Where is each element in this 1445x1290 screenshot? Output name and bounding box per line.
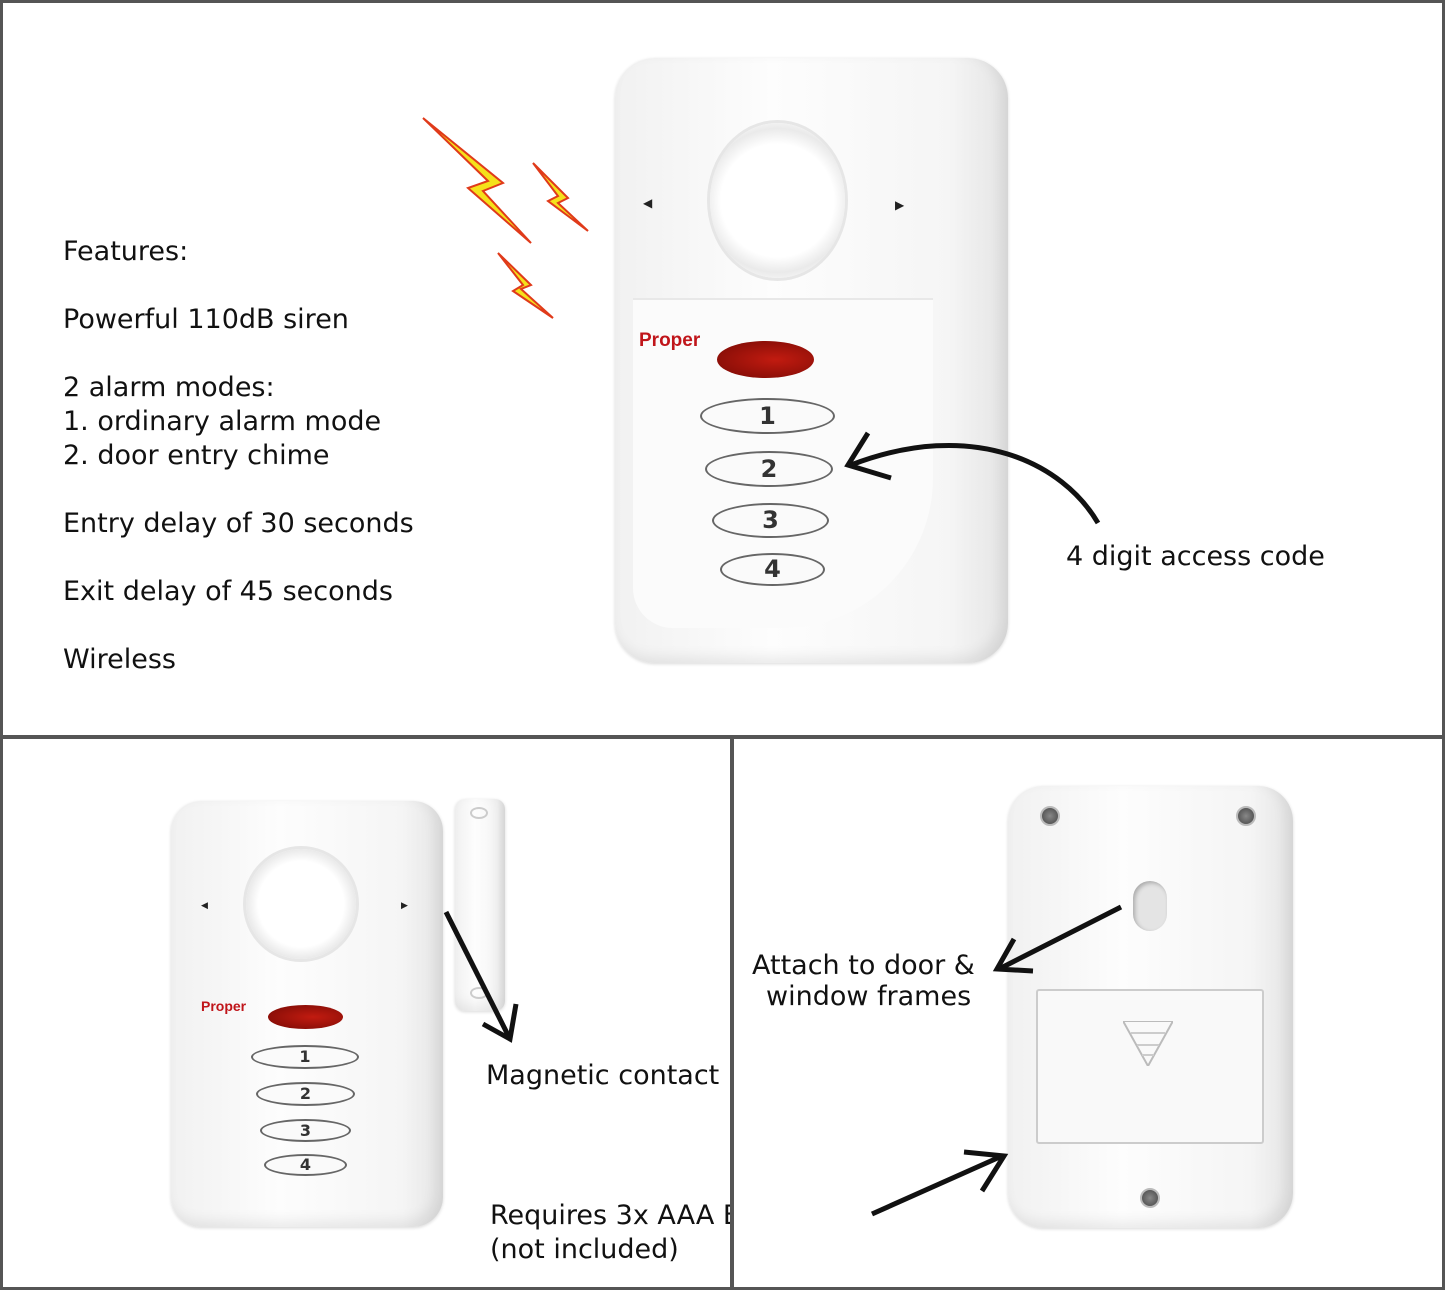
attach-callout-line2: window frames xyxy=(766,981,972,1012)
access-code-arrow-icon xyxy=(844,431,1101,525)
alarm-unit-with-contact: ◀ ▶ Proper 1 2 3 4 xyxy=(171,801,443,1227)
bottom-right-panel: Attach to door & window frames xyxy=(731,736,1445,1290)
arrow-right-icon: ▶ xyxy=(401,901,408,911)
top-panel: Features: Powerful 110dB siren 2 alarm m… xyxy=(0,0,1445,738)
features-heading: Features: xyxy=(63,236,189,267)
siren-speaker xyxy=(246,849,356,959)
keypad-button-3[interactable]: 3 xyxy=(260,1119,351,1142)
attach-callout-line1: Attach to door & xyxy=(752,950,975,981)
feature-mode-1: 1. ordinary alarm mode xyxy=(63,406,382,437)
screw-icon xyxy=(1140,1188,1160,1208)
batteries-callout-line2: (not included) xyxy=(490,1234,679,1265)
feature-wireless: Wireless xyxy=(63,644,176,675)
magnetic-arrow-icon xyxy=(443,910,519,1043)
proper-logo: Proper xyxy=(201,998,247,1014)
screw-icon xyxy=(1040,806,1060,826)
access-code-callout: 4 digit access code xyxy=(1066,541,1325,572)
alarm-unit-back xyxy=(1008,786,1293,1228)
keyhole-mount-icon xyxy=(1133,881,1167,931)
keypad-button-2[interactable]: 2 xyxy=(256,1082,355,1106)
keypad-button-4[interactable]: 4 xyxy=(264,1154,347,1176)
feature-entry-delay: Entry delay of 30 seconds xyxy=(63,508,414,539)
status-led xyxy=(717,341,814,378)
siren-speaker xyxy=(710,123,845,278)
keypad-button-4[interactable]: 4 xyxy=(720,553,825,586)
magnetic-contact-callout: Magnetic contact xyxy=(486,1060,720,1091)
feature-modes-title: 2 alarm modes: xyxy=(63,372,275,403)
feature-exit-delay: Exit delay of 45 seconds xyxy=(63,576,393,607)
proper-logo: Proper xyxy=(639,330,701,351)
keypad-button-1[interactable]: 1 xyxy=(251,1045,359,1069)
batteries-arrow-icon xyxy=(870,1149,1009,1217)
arrow-left-icon: ◀ xyxy=(201,901,208,911)
bottom-left-panel: ◀ ▶ Proper 1 2 3 4 Magnetic contact Requ… xyxy=(0,736,733,1290)
status-led xyxy=(268,1005,343,1029)
attach-arrow-icon xyxy=(992,904,1123,974)
screw-icon xyxy=(1236,806,1256,826)
batteries-callout-line1: Requires 3x AAA Batteries xyxy=(490,1200,730,1231)
feature-mode-2: 2. door entry chime xyxy=(63,440,330,471)
feature-siren: Powerful 110dB siren xyxy=(63,304,349,335)
keypad-button-2[interactable]: 2 xyxy=(705,451,833,487)
lightning-bolts-icon xyxy=(422,117,589,319)
battery-cover xyxy=(1036,989,1264,1144)
keypad-button-3[interactable]: 3 xyxy=(712,503,829,538)
arrow-left-icon: ◀ xyxy=(643,196,653,210)
keypad-button-1[interactable]: 1 xyxy=(700,398,835,434)
alarm-unit-front: ◀ ▶ Proper 1 2 3 4 xyxy=(615,58,1008,663)
arrow-right-icon: ▶ xyxy=(895,198,905,212)
